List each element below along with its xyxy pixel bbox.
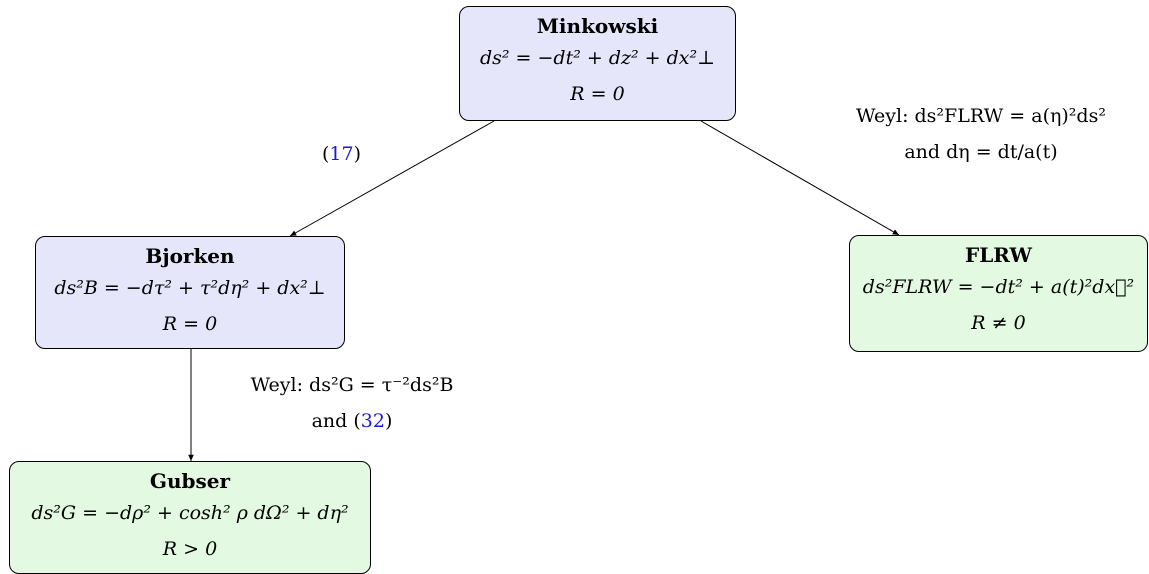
edge-label-prefix: and — [311, 410, 354, 432]
curvature-equation: R ≠ 0 — [971, 312, 1026, 334]
curvature-equation: R > 0 — [162, 538, 218, 560]
node-flrw: FLRW ds²FLRW = −dt² + a(t)²dx⃗² R ≠ 0 — [849, 235, 1148, 352]
edge-minkowski-flrw — [700, 120, 900, 236]
edge-label-line-2: and dη = dt/a(t) — [904, 141, 1058, 163]
curvature-equation: R = 0 — [162, 313, 218, 335]
edge-label-bjorken-gubser: Weyl: ds²G = τ⁻²ds²B and (32) — [232, 367, 472, 439]
edge-label-line-1: Weyl: ds²G = τ⁻²ds²B — [250, 374, 454, 396]
metric-equation: ds²G = −dρ² + cosh² ρ dΩ² + dη² — [31, 502, 349, 524]
equation-reference-link[interactable]: 32 — [360, 410, 385, 432]
metric-equation: ds² = −dt² + dz² + dx²⊥ — [460, 40, 735, 76]
edge-label-minkowski-bjorken: (17) — [322, 143, 362, 165]
node-bjorken: Bjorken ds²B = −dτ² + τ²dη² + dx²⊥ R = 0 — [35, 236, 345, 349]
node-title: Bjorken — [145, 244, 235, 268]
metric-equation: ds²FLRW = −dt² + a(t)²dx⃗² — [862, 276, 1135, 298]
metric-equation: ds²B = −dτ² + τ²dη² + dx²⊥ — [54, 277, 326, 299]
node-title: FLRW — [965, 243, 1032, 267]
edge-label-line-2: and (32) — [311, 410, 393, 432]
edge-minkowski-bjorken — [289, 120, 495, 237]
metric-text: ds² = −dt² + dz² + dx²⊥ — [479, 47, 715, 69]
edge-label-minkowski-flrw: Weyl: ds²FLRW = a(η)²ds² and dη = dt/a(t… — [826, 98, 1136, 170]
equation-reference-link[interactable]: 17 — [329, 143, 354, 165]
node-title: Gubser — [149, 469, 231, 493]
node-minkowski: Minkowski ds² = −dt² + dz² + dx²⊥ R = 0 — [459, 6, 736, 121]
node-gubser: Gubser ds²G = −dρ² + cosh² ρ dΩ² + dη² R… — [9, 461, 371, 574]
curvature-equation: R = 0 — [570, 83, 625, 105]
node-title: Minkowski — [536, 14, 659, 38]
edge-label-line-1: Weyl: ds²FLRW = a(η)²ds² — [856, 105, 1106, 127]
